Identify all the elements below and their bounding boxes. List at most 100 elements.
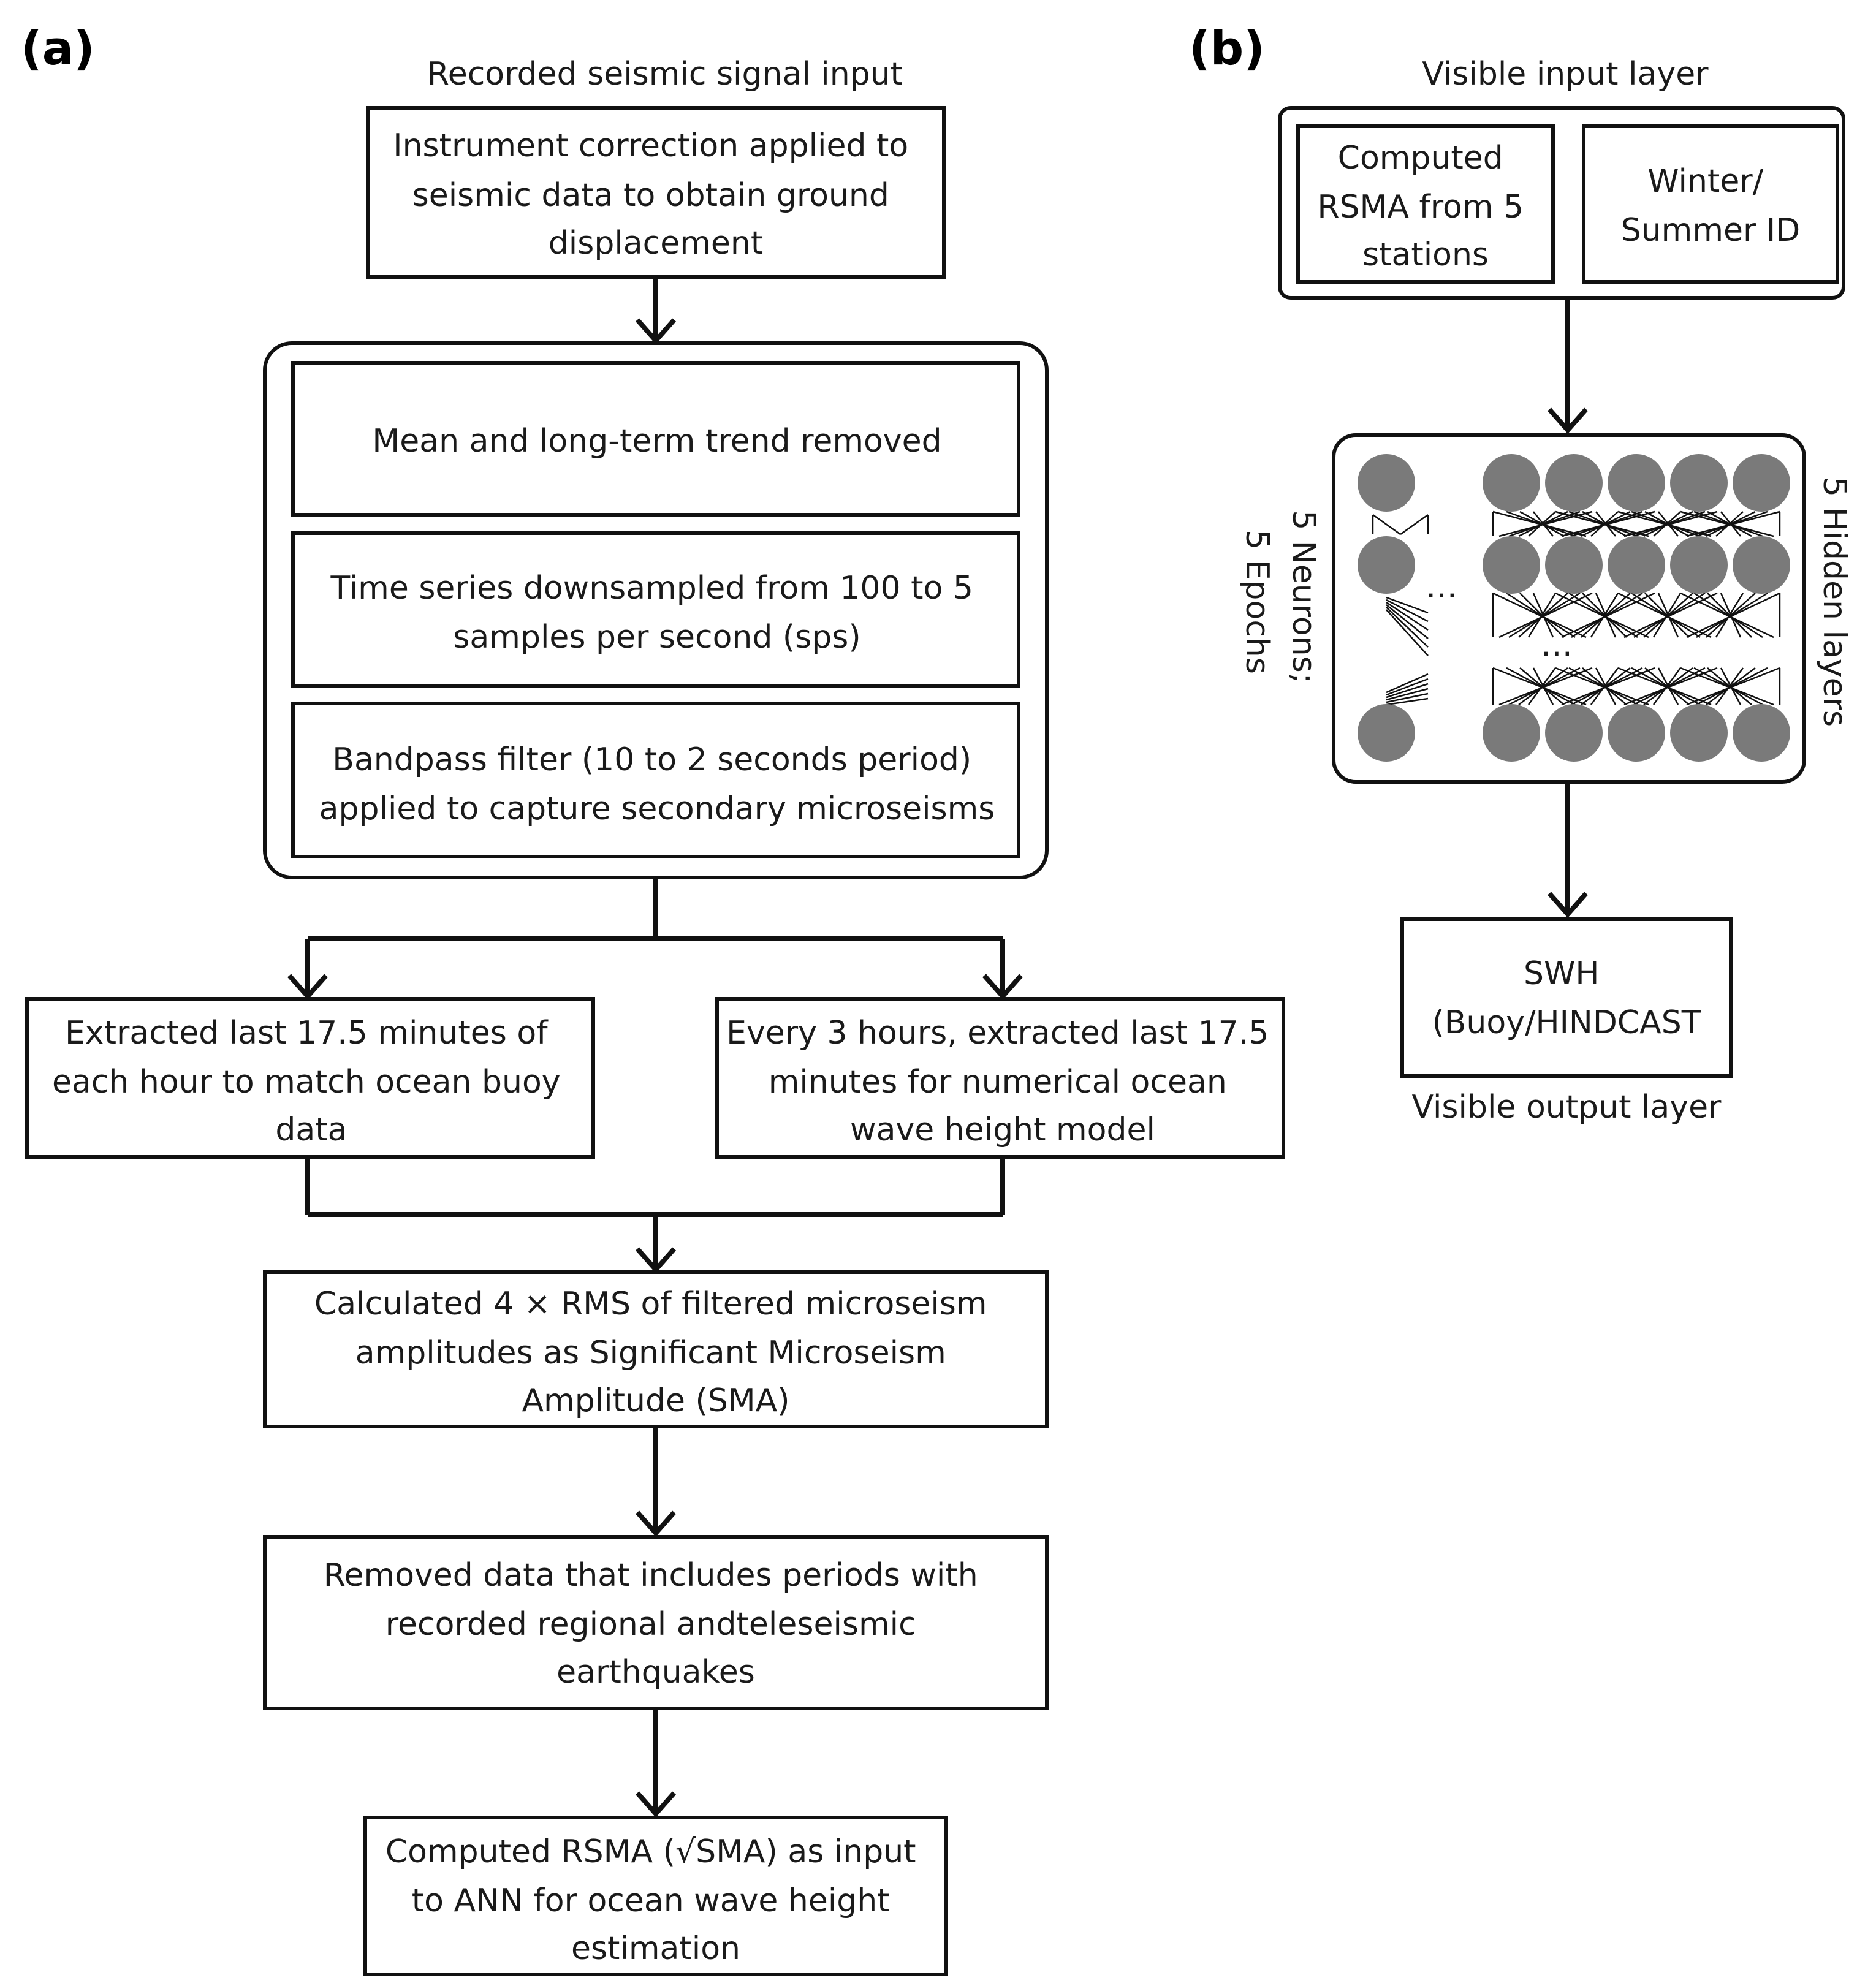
network-connection <box>1652 593 1682 638</box>
network-connection <box>1720 511 1741 537</box>
network-connection <box>1693 667 1763 706</box>
mean-trend-removed-box <box>291 361 1020 517</box>
network-connection <box>1506 592 1576 639</box>
sma-calculation-text: Calculated 4 × RMS of filtered microseis… <box>314 1286 997 1419</box>
network-connection <box>1595 511 1616 537</box>
arrowhead-sma-to-remove <box>636 1510 676 1537</box>
rsma-input-box <box>363 1816 948 1976</box>
network-connection <box>1715 593 1744 638</box>
three-hour-extraction-box <box>715 997 1285 1159</box>
neuron-node <box>1483 704 1540 762</box>
network-connection <box>1720 593 1742 638</box>
network-connection <box>1652 667 1682 705</box>
network-connection <box>1527 593 1557 638</box>
network-connection <box>1532 667 1554 705</box>
network-connection <box>1372 514 1401 536</box>
network-connection <box>1386 607 1429 648</box>
network-connection <box>1386 673 1429 694</box>
neuron-node <box>1483 454 1540 512</box>
network-connection <box>1508 592 1581 639</box>
network-connection <box>1386 609 1429 656</box>
network-connection <box>1386 688 1429 701</box>
neuron-node <box>1483 536 1540 594</box>
network-connection <box>1631 667 1701 706</box>
downsample-box <box>291 531 1020 688</box>
network-connection <box>1568 667 1638 706</box>
network-connection <box>1590 593 1619 638</box>
network-connection <box>1533 511 1554 537</box>
neuron-node <box>1358 704 1415 762</box>
rsma-input-node-box <box>1296 124 1555 284</box>
network-connection <box>1386 596 1429 614</box>
network-connection <box>1571 592 1643 639</box>
network-connection <box>1658 511 1679 537</box>
ellipsis-middle: … <box>1541 627 1573 664</box>
bandpass-filter-box <box>291 702 1020 858</box>
network-connections <box>1372 510 1781 706</box>
ellipsis-left: … <box>1426 569 1457 605</box>
rsma-input-node-text: Computed RSMA from 5 stations <box>1317 140 1533 273</box>
network-connection <box>1631 592 1701 639</box>
rsma-input-text: Computed RSMA (√SMA) as input to ANN for… <box>385 1833 926 1967</box>
season-id-node-box <box>1582 124 1839 284</box>
sma-calculation-box <box>263 1270 1049 1428</box>
network-connection <box>1386 599 1429 623</box>
neuron-node <box>1733 454 1790 512</box>
network-connection <box>1386 604 1429 639</box>
network-nodes <box>1358 454 1790 762</box>
panel-b-label: (b) <box>1189 21 1265 75</box>
neuron-node <box>1670 454 1728 512</box>
network-connection <box>1693 592 1763 639</box>
network-connection <box>1568 592 1638 639</box>
network-connection <box>1595 593 1617 638</box>
network-connection <box>1528 511 1556 537</box>
network-connection <box>1657 667 1679 705</box>
neuron-node <box>1545 704 1603 762</box>
panel-a-input-caption: Recorded seismic signal input <box>427 56 903 93</box>
neuron-node <box>1733 536 1790 594</box>
panel-b-input-caption: Visible input layer <box>1422 56 1709 93</box>
arrowhead-hidden-to-output <box>1548 892 1588 919</box>
neuron-node <box>1358 454 1415 512</box>
network-connection <box>1715 511 1744 537</box>
neuron-node <box>1358 536 1415 594</box>
network-connection <box>1590 511 1619 537</box>
arrowhead-step1-to-group <box>636 318 676 345</box>
mean-trend-removed-text: Mean and long-term trend removed <box>372 423 941 460</box>
arrowhead-input-to-hidden <box>1548 407 1588 434</box>
downsample-text: Time series downsampled from 100 to 5 sa… <box>330 570 984 656</box>
neuron-node <box>1545 454 1603 512</box>
network-connection <box>1715 667 1744 705</box>
neuron-node <box>1545 536 1603 594</box>
neuron-node <box>1608 536 1665 594</box>
network-connection <box>1506 667 1576 706</box>
neuron-node <box>1733 704 1790 762</box>
remove-earthquakes-text: Removed data that includes periods with … <box>324 1557 989 1691</box>
network-connection <box>1595 667 1617 705</box>
arrowhead-right-branch <box>982 974 1023 1001</box>
network-connection <box>1590 667 1619 705</box>
network-connection <box>1386 697 1429 706</box>
bandpass-filter-text: Bandpass filter (10 to 2 seconds period)… <box>319 741 995 827</box>
network-connection <box>1653 511 1681 537</box>
output-layer-caption: Visible output layer <box>1412 1089 1722 1126</box>
neuron-node <box>1670 704 1728 762</box>
network-connection <box>1657 593 1679 638</box>
hidden-layers-label: 5 Hidden layers <box>1816 477 1853 727</box>
network-connection <box>1386 678 1429 696</box>
panel-a-label: (a) <box>21 21 95 75</box>
neuron-node <box>1608 454 1665 512</box>
output-layer-box <box>1400 917 1733 1078</box>
instrument-correction-text: Instrument correction applied to seismic… <box>393 127 919 262</box>
network-connection <box>1696 592 1768 639</box>
network-connection <box>1527 667 1557 705</box>
three-hour-extraction-text: Every 3 hours, extracted last 17.5 minut… <box>726 1015 1279 1148</box>
network-connection <box>1532 593 1554 638</box>
network-connection <box>1400 514 1429 536</box>
arrowhead-remove-to-final <box>636 1791 676 1818</box>
arrowhead-left-branch <box>287 974 328 1001</box>
season-id-node-text: Winter/ Summer ID <box>1621 163 1801 249</box>
network-connection <box>1720 667 1742 705</box>
network-connection <box>1386 692 1429 703</box>
